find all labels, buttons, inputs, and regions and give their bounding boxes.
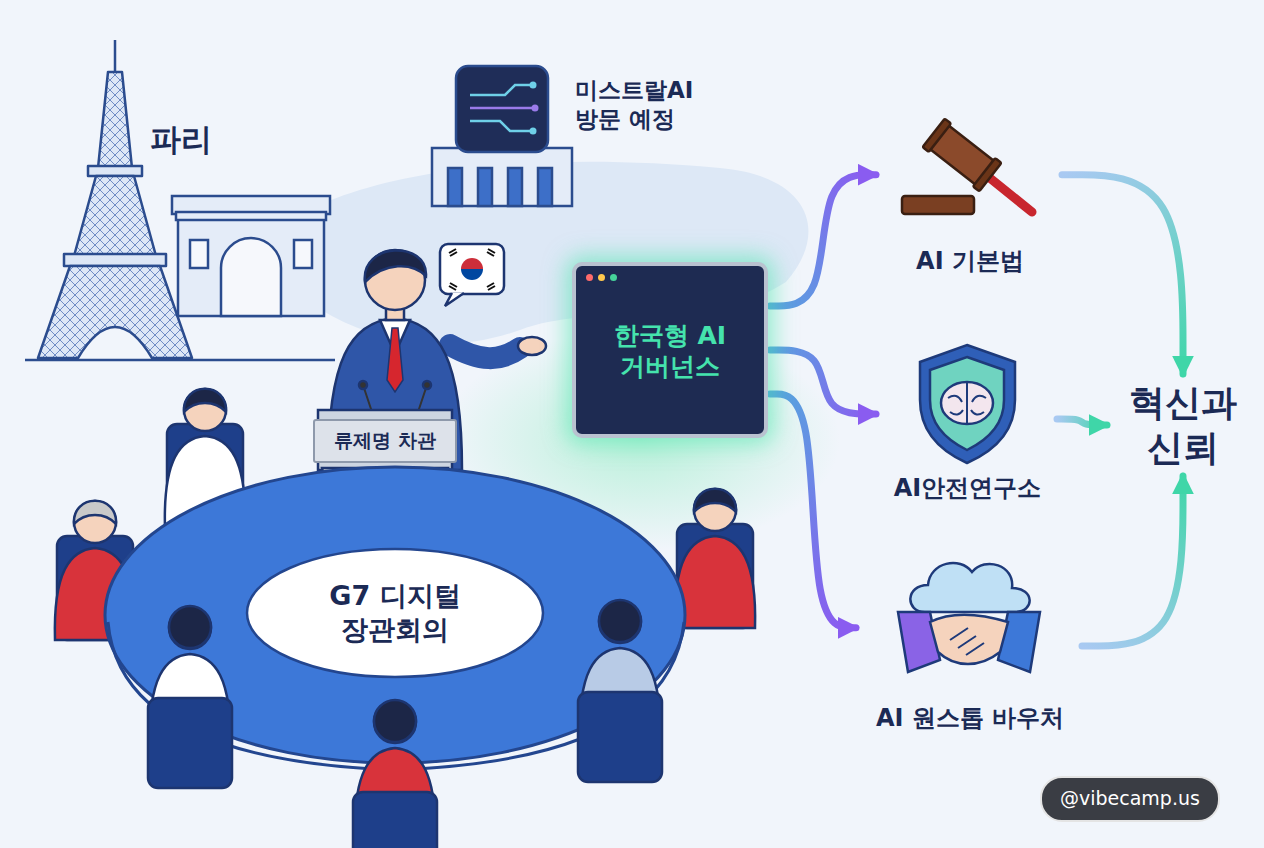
window-dot — [598, 274, 605, 281]
watermark: @vibecamp.us — [1040, 776, 1220, 822]
podium-sign: 류제명 차관 — [313, 419, 457, 463]
flow-arrow — [770, 394, 856, 628]
ground-line — [25, 359, 335, 362]
arc-de-triomphe — [172, 196, 330, 316]
ellipse-outline — [245, 547, 545, 679]
flow-arrow — [1062, 175, 1183, 374]
label-text: 미스트랄AI 방문 예정 — [575, 76, 715, 134]
attendee-figure — [148, 606, 232, 788]
flow-arrow — [770, 175, 876, 306]
eiffel-tower — [38, 40, 192, 358]
gavel-icon — [902, 119, 1032, 214]
node-text: AI 원스톱 바우처 — [876, 703, 1064, 733]
policy-item: AI안전연구소 — [880, 338, 1055, 507]
handshake-icon — [898, 563, 1040, 672]
window-dot — [586, 274, 593, 281]
label-text: @vibecamp.us — [1060, 787, 1200, 811]
label-text: 파리 — [150, 120, 212, 159]
node-text: 한국형 AI 거버넌스 — [590, 320, 750, 383]
node-text: 류제명 차관 — [334, 429, 436, 453]
node-text: AI 기본법 — [916, 246, 1024, 276]
office-building — [432, 66, 572, 206]
attendee-figure — [675, 489, 755, 628]
policy-item: AI 기본법 — [880, 118, 1060, 280]
window-dot — [610, 274, 617, 281]
ellipse-shape — [247, 549, 543, 677]
flow-arrow — [770, 350, 876, 414]
node-text: G7 디지털 장관회의 — [305, 579, 485, 647]
flow-arrow — [1082, 476, 1183, 646]
shield-icon — [920, 345, 1015, 463]
city-label: 파리 — [150, 120, 212, 159]
policy-item: AI 원스톱 바우처 — [860, 555, 1080, 737]
attendee-figure — [353, 700, 437, 848]
node-text: 혁신과 신뢰 — [1119, 380, 1247, 470]
outcome-text: 혁신과 신뢰 — [1111, 378, 1255, 472]
flow-arrow — [1057, 419, 1107, 425]
visit-note: 미스트랄AI 방문 예정 — [575, 76, 715, 134]
governance-screen: 한국형 AI 거버넌스 — [572, 262, 768, 438]
table-label: G7 디지털 장관회의 — [245, 547, 545, 679]
node-text: AI안전연구소 — [894, 473, 1042, 503]
speaker-figure — [318, 244, 546, 504]
attendee-figure — [578, 600, 662, 782]
